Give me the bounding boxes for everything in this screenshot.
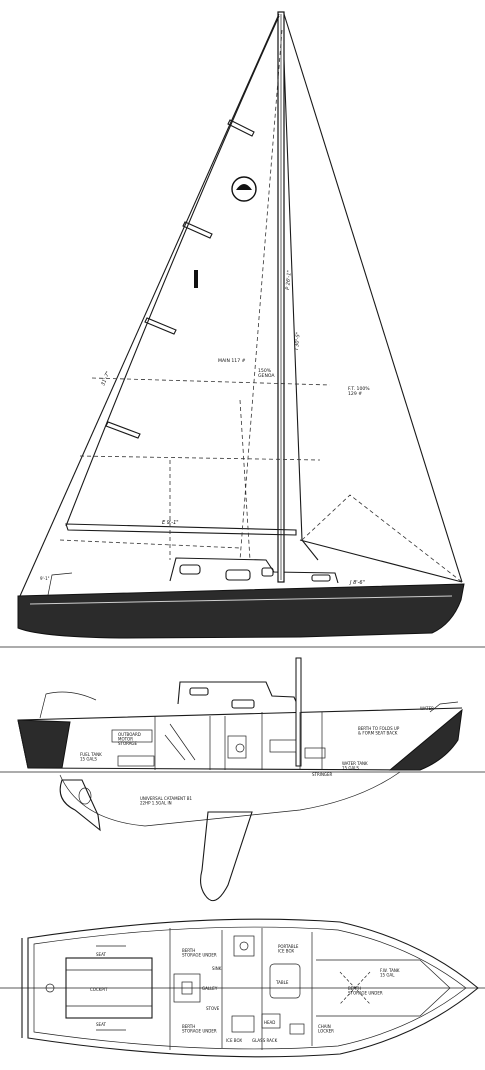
label-cockpit: COCKPIT: [90, 987, 108, 992]
profile-cabin: [177, 681, 299, 707]
sail-plan-cabin: [169, 557, 339, 584]
bow-pulpit: [429, 701, 459, 713]
label-table: TABLE: [275, 980, 289, 985]
stern-pulpit: [47, 572, 73, 596]
label-stringer: STRINGER: [312, 772, 333, 777]
genoa-outline: [239, 29, 463, 583]
profile-stern-dark: [17, 719, 71, 769]
porthole-2: [225, 569, 251, 581]
sail-insignia-mark: [236, 184, 252, 190]
label-water: WATER: [420, 706, 434, 711]
profile-interior: [111, 712, 326, 770]
rudder: [59, 779, 101, 832]
profile-hull: [17, 707, 463, 771]
label-galley: GALLEY: [202, 986, 218, 991]
dim-foretriangle: F.T. 100%129 #: [348, 386, 370, 397]
plan-interior: [96, 928, 451, 1050]
label-sink: SINK: [212, 966, 222, 971]
sail-plan: P 26'-1" I 30'-5" 31'-7" E 9'-1" J 8'-6"…: [0, 11, 485, 648]
label-glass-rack: GLASS RACK: [252, 1038, 278, 1043]
profile-bow-dark: [388, 708, 463, 771]
plan-tiller-post: [45, 983, 55, 993]
sheer-stripe: [29, 595, 453, 605]
sail-number: [194, 270, 198, 288]
porthole-4: [311, 574, 331, 582]
profile-underbody: [59, 771, 401, 827]
mainsail-leech: [65, 15, 280, 527]
profile-port-1: [189, 687, 209, 696]
jib-foot: [299, 539, 463, 583]
forestay: [283, 13, 463, 583]
rudder-post: [78, 787, 92, 805]
boom: [65, 523, 297, 536]
plan-seats: [66, 969, 152, 1007]
porthole-3: [261, 567, 274, 577]
profile-mast: [295, 657, 302, 767]
keel-fin: [199, 811, 253, 902]
dim-headsail-len: 31'-7": [100, 371, 111, 387]
label-head: HEAD: [264, 1020, 275, 1025]
label-berth-folds: BERTH TO FOLDS UP& FORM SEAT BACK: [358, 726, 400, 735]
dim-j: J 8'-6": [349, 580, 365, 586]
dim-i: I 30'-5": [294, 332, 302, 351]
backstay: [19, 13, 280, 597]
jib-sail: [283, 59, 319, 561]
plan-cockpit: [65, 957, 153, 1019]
dim-p: P 26'-1": [285, 270, 293, 290]
label-seat-top: SEAT: [96, 952, 106, 957]
dim-main-area: MAIN 117 #: [218, 358, 246, 364]
sail-plan-hull: [17, 583, 465, 639]
sail-area-lines: [59, 377, 331, 561]
profile-port-2: [231, 699, 255, 709]
dim-e: E 9'-1": [162, 520, 179, 526]
battens: [105, 119, 255, 439]
porthole-1: [179, 564, 201, 575]
label-stove: STOVE: [206, 1006, 220, 1011]
profile-pulpit: [39, 691, 97, 719]
plan-inner-outline: [33, 926, 467, 1050]
label-seat-bottom: SEAT: [96, 1022, 106, 1027]
plan-deck-outline: [27, 918, 479, 1058]
dim-jib: 150%GENOA: [258, 368, 275, 379]
label-ice-box: ICE BOX: [226, 1038, 242, 1043]
dim-boom-len: 9'-1": [40, 576, 50, 581]
